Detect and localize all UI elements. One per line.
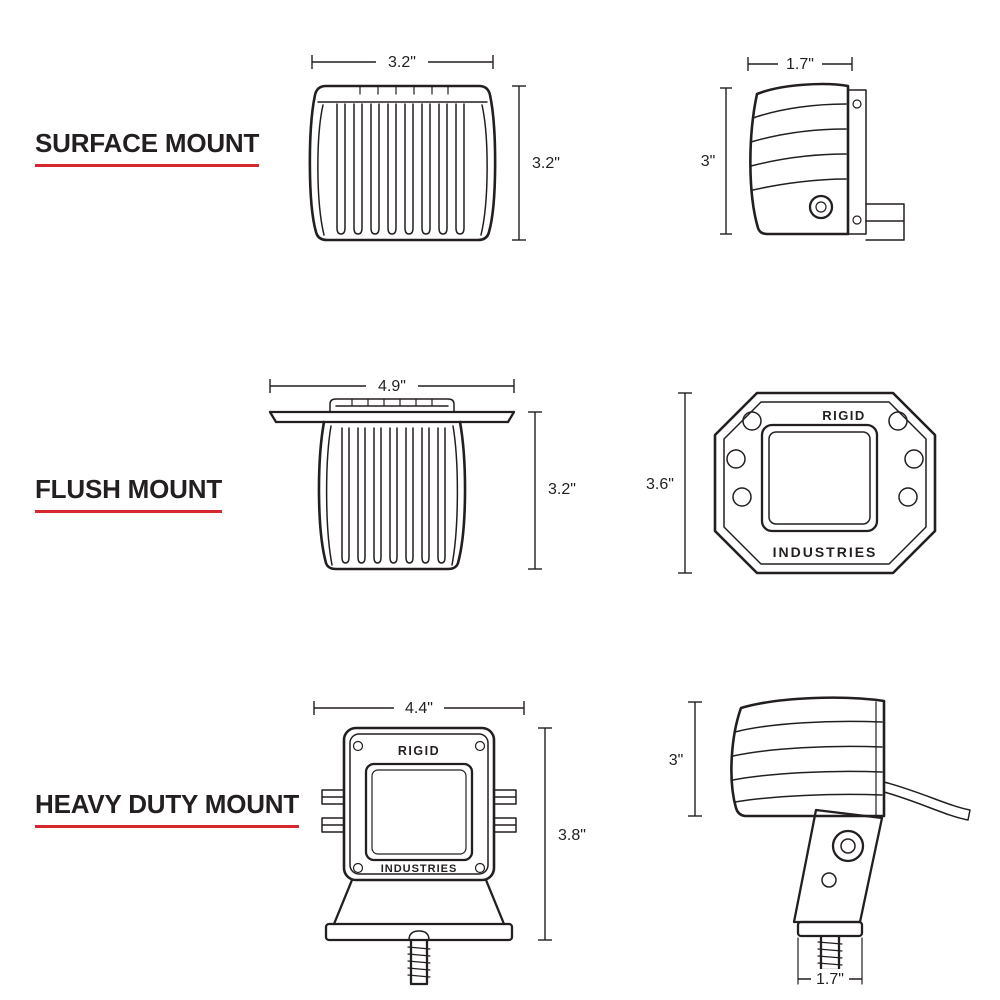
brand-text-rigid: RIGID	[398, 744, 440, 758]
flush-plate: RIGID INDUSTRIES	[713, 391, 937, 575]
heavy-duty-front-view: 4.4" RIGID INDUSTRIES	[272, 688, 602, 998]
dimension-width: 1.7"	[747, 53, 853, 73]
dimension-label-height: 3.2"	[548, 481, 576, 498]
side-bolts	[321, 789, 517, 833]
heavy-duty-side-drawing: 3" 1.7"	[669, 696, 971, 988]
lens-inner	[768, 431, 871, 525]
flush-mount-face-view: 3.6" RIGID INDUSTRIES	[640, 373, 960, 598]
dimension-label-height: 3"	[701, 153, 716, 170]
screw-hole-icon	[732, 487, 752, 507]
light-housing	[268, 398, 516, 571]
mounting-bracket	[324, 878, 514, 986]
lens	[760, 423, 879, 533]
surface-mount-front-drawing: 3.2" 3.2"	[308, 51, 560, 242]
dimension-height: 3"	[701, 87, 732, 235]
dimension-label-height: 3.2"	[532, 155, 560, 172]
dimension-label-height: 3.6"	[646, 476, 674, 493]
dimension-label-width: 1.7"	[786, 56, 814, 73]
light-housing: RIGID INDUSTRIES	[342, 726, 496, 882]
section-label-flush-mount: FLUSH MOUNT	[35, 474, 222, 513]
heavy-duty-side-view: 3" 1.7"	[648, 684, 983, 999]
wire	[883, 781, 971, 821]
light-housing	[749, 82, 905, 241]
surface-mount-side-view: 1.7" 3"	[700, 44, 960, 269]
heavy-duty-front-drawing: 4.4" RIGID INDUSTRIES	[313, 697, 586, 986]
dimension-width: 4.4"	[313, 697, 525, 717]
flush-mount-front-drawing: 4.9" 3.2"	[268, 375, 576, 571]
bracket-foot	[796, 920, 864, 938]
screw-icon	[852, 99, 862, 109]
dimension-label-height: 3.8"	[558, 827, 586, 844]
light-housing	[730, 696, 886, 818]
dimension-height: 3.2"	[512, 85, 560, 241]
flange	[268, 410, 516, 424]
cooling-fins	[732, 720, 883, 803]
cooling-fins	[336, 103, 465, 235]
lens-inner	[371, 769, 467, 855]
screw-icon	[352, 862, 364, 874]
dimension-height: 3"	[669, 701, 702, 817]
screw-icon	[474, 740, 486, 752]
dimension-label-width: 4.9"	[378, 378, 406, 395]
pivot-bolt-icon	[831, 829, 865, 863]
screw-hole-icon	[742, 411, 762, 431]
dimension-label-width: 4.4"	[405, 700, 433, 717]
mounting-plate	[847, 89, 867, 235]
screw-hole-icon	[888, 411, 908, 431]
brand-text-rigid: RIGID	[822, 408, 866, 423]
screw-hole-icon	[904, 449, 924, 469]
cooling-fins	[341, 427, 446, 564]
dimension-height: 3.8"	[538, 727, 586, 941]
surface-mount-side-drawing: 1.7" 3"	[701, 53, 905, 241]
dimension-label-width: 1.7"	[816, 971, 844, 988]
dimension-label-width: 3.2"	[388, 54, 416, 71]
brand-text-industries: INDUSTRIES	[773, 544, 878, 560]
lens	[364, 762, 474, 862]
dimension-height: 3.6"	[646, 392, 692, 574]
breather-port-icon	[815, 201, 827, 213]
dimension-width: 4.9"	[269, 375, 515, 395]
flush-mount-face-drawing: 3.6" RIGID INDUSTRIES	[646, 391, 937, 575]
flush-mount-front-view: 4.9" 3.2"	[256, 366, 586, 596]
bolt-icon	[821, 872, 837, 888]
cooling-fins	[750, 103, 847, 191]
connector-block	[865, 203, 905, 241]
pivot-bolt-icon	[840, 838, 856, 854]
section-label-surface-mount: SURFACE MOUNT	[35, 128, 259, 167]
dimension-width: 1.7"	[797, 937, 863, 988]
section-label-heavy-duty-mount: HEAVY DUTY MOUNT	[35, 789, 299, 828]
mounting-bracket	[792, 808, 884, 972]
dimension-label-height: 3"	[669, 752, 684, 769]
dimension-width: 3.2"	[311, 51, 494, 71]
screw-icon	[474, 862, 486, 874]
surface-mount-front-view: 3.2" 3.2"	[260, 42, 560, 267]
light-housing	[308, 84, 497, 242]
screw-icon	[852, 215, 862, 225]
breather-port-icon	[808, 194, 834, 220]
screw-hole-icon	[898, 487, 918, 507]
screw-icon	[352, 740, 364, 752]
screw-hole-icon	[726, 449, 746, 469]
dimension-height: 3.2"	[528, 411, 576, 570]
brand-text-industries: INDUSTRIES	[381, 863, 458, 875]
